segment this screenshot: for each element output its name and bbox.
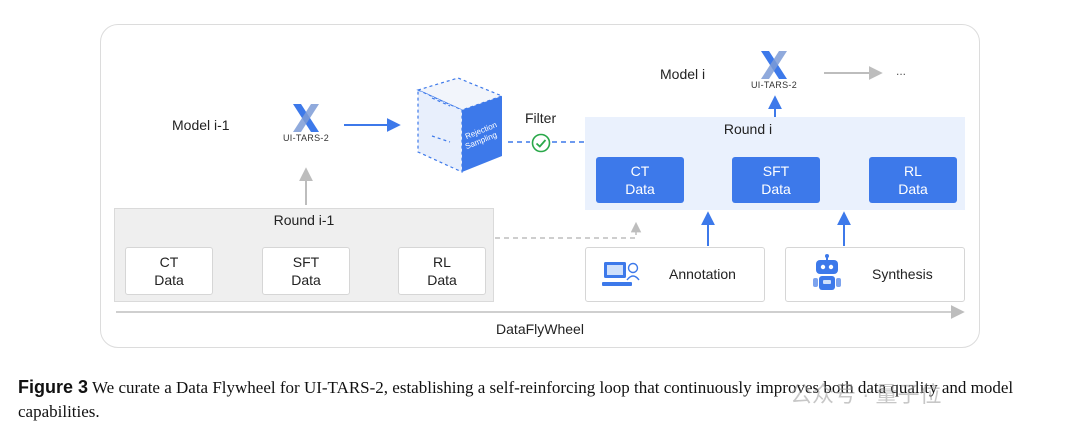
box-line1: CT [159, 254, 179, 270]
box-line2: Data [291, 272, 321, 288]
logo-text-prev: UI-TARS-2 [282, 133, 330, 143]
robot-icon [810, 254, 844, 294]
figure-label: Figure 3 [18, 377, 89, 397]
round-prev-title: Round i-1 [273, 212, 335, 228]
round-next-sft-data-box: SFT Data [732, 157, 820, 203]
logo-text-next: UI-TARS-2 [750, 80, 798, 90]
cube-shape: Rejection Sampling [416, 77, 504, 173]
ui-tars-logo-prev: UI-TARS-2 [282, 103, 330, 149]
round-prev-rl-data-box: RL Data [398, 247, 486, 295]
box-line1: RL [433, 254, 451, 270]
round-next-rl-data-box: RL Data [869, 157, 957, 203]
annotation-label: Annotation [669, 266, 736, 282]
box-line2: Data [625, 181, 655, 197]
round-next-title: Round i [723, 121, 773, 137]
box-line1: RL [904, 163, 922, 179]
ui-tars-x-icon [761, 51, 787, 79]
ui-tars-x-icon [293, 104, 319, 132]
flywheel-label: DataFlyWheel [496, 321, 584, 337]
check-icon [531, 133, 551, 153]
box-line2: Data [427, 272, 457, 288]
annotation-icon [602, 258, 642, 290]
synthesis-box [785, 247, 965, 302]
filter-label: Filter [525, 110, 557, 126]
round-prev-sft-data-box: SFT Data [262, 247, 350, 295]
rejection-sampling-cube: Rejection Sampling [410, 76, 510, 180]
continuation-dots: ... [896, 64, 907, 78]
box-line1: SFT [762, 163, 790, 179]
watermark: 公众号 · 量子位 [790, 382, 942, 407]
round-prev-ct-data-box: CT Data [125, 247, 213, 295]
model-next-label: Model i [660, 66, 706, 82]
ui-tars-logo-next: UI-TARS-2 [750, 50, 798, 96]
round-next-ct-data-box: CT Data [596, 157, 684, 203]
box-line2: Data [898, 181, 928, 197]
synthesis-label: Synthesis [872, 266, 933, 282]
box-line1: SFT [292, 254, 320, 270]
box-line1: CT [630, 163, 650, 179]
box-line2: Data [761, 181, 791, 197]
figure-caption: Figure 3 We curate a Data Flywheel for U… [18, 375, 1068, 424]
caption-text: We curate a Data Flywheel for UI-TARS-2,… [18, 378, 1014, 421]
model-prev-label: Model i-1 [172, 117, 230, 133]
box-line2: Data [154, 272, 184, 288]
